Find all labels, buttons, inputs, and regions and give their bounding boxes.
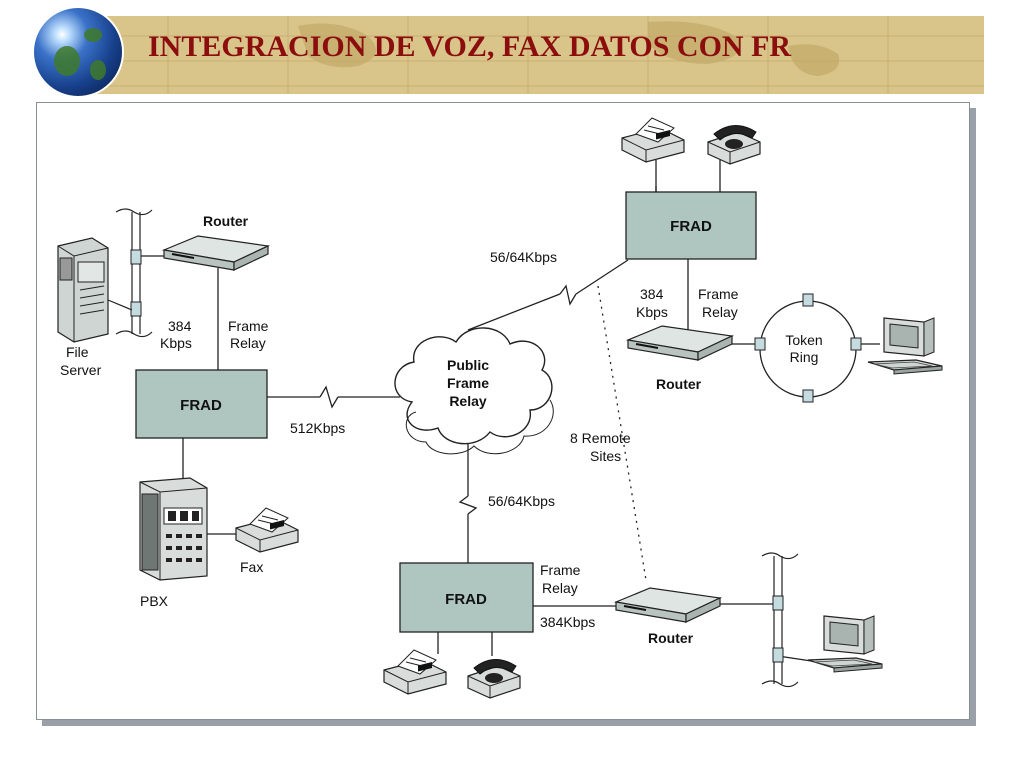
token-ring-label-line-1: Token [785, 332, 822, 348]
token-ring-label-line-2: Ring [790, 349, 819, 365]
pc-bottom-right [807, 615, 883, 673]
left-link-speed: 512Kbps [290, 420, 345, 436]
pc-top-right [867, 317, 943, 375]
page-title: INTEGRACION DE VOZ, FAX DATOS CON FR [148, 30, 792, 63]
router-top-right [627, 325, 733, 361]
fax-label: Fax [240, 559, 263, 575]
router-top-right-label: Router [656, 376, 702, 392]
globe-icon [34, 8, 122, 96]
left-lan-backbone [115, 208, 153, 338]
bottom-link-speed-inline: 384Kbps [540, 614, 595, 630]
remote-sites-label-line-2: Sites [590, 448, 621, 464]
token-ring: Token Ring [754, 293, 862, 403]
fax-top [621, 117, 685, 163]
router-left [163, 235, 269, 271]
top-frame-relay-line-2: Relay [702, 304, 738, 320]
bottom-frame-relay-line-2: Relay [542, 580, 578, 596]
frad-left-label: FRAD [180, 397, 222, 414]
router-bottom-right-label: Router [648, 630, 694, 646]
cloud-label-line-3: Relay [449, 393, 487, 409]
remote-sites-label-line-1: 8 Remote [570, 430, 631, 446]
fax-left [235, 507, 299, 553]
frad-left: FRAD [135, 369, 268, 439]
file-server-label-line-2: Server [60, 362, 102, 378]
phone-bottom [467, 658, 521, 699]
cloud-public-frame-relay: Public Frame Relay [394, 327, 554, 455]
frad-bottom: FRAD [399, 562, 534, 633]
fax-bottom [383, 649, 447, 695]
cloud-label-line-2: Frame [447, 375, 489, 391]
top-speed-value: 384 [640, 286, 664, 302]
left-frame-relay-line-1: Frame [228, 318, 269, 334]
file-server-label-line-1: File [66, 344, 89, 360]
phone-top [707, 124, 761, 165]
right-lan-backbone [761, 552, 799, 688]
frad-bottom-label: FRAD [445, 591, 487, 608]
top-frame-relay-line-1: Frame [698, 286, 739, 302]
left-speed-value: 384 [168, 318, 192, 334]
router-bottom-right [615, 587, 721, 623]
remote-sites-dotted-line [597, 285, 647, 581]
world-map-background [88, 16, 984, 94]
left-frame-relay-line-2: Relay [230, 335, 266, 351]
frad-top: FRAD [625, 191, 757, 260]
top-link-speed: 56/64Kbps [490, 249, 557, 265]
router-left-label: Router [203, 213, 249, 229]
frad-top-label: FRAD [670, 218, 712, 235]
pbx-icon [139, 477, 208, 581]
left-speed-unit: Kbps [160, 335, 192, 351]
top-speed-unit: Kbps [636, 304, 668, 320]
title-bar: INTEGRACION DE VOZ, FAX DATOS CON FR [88, 16, 984, 94]
file-server-icon [57, 237, 109, 343]
cloud-label-line-1: Public [447, 357, 489, 373]
pbx-label: PBX [140, 593, 169, 609]
bottom-frame-relay-line-1: Frame [540, 562, 581, 578]
bottom-link-speed: 56/64Kbps [488, 493, 555, 509]
